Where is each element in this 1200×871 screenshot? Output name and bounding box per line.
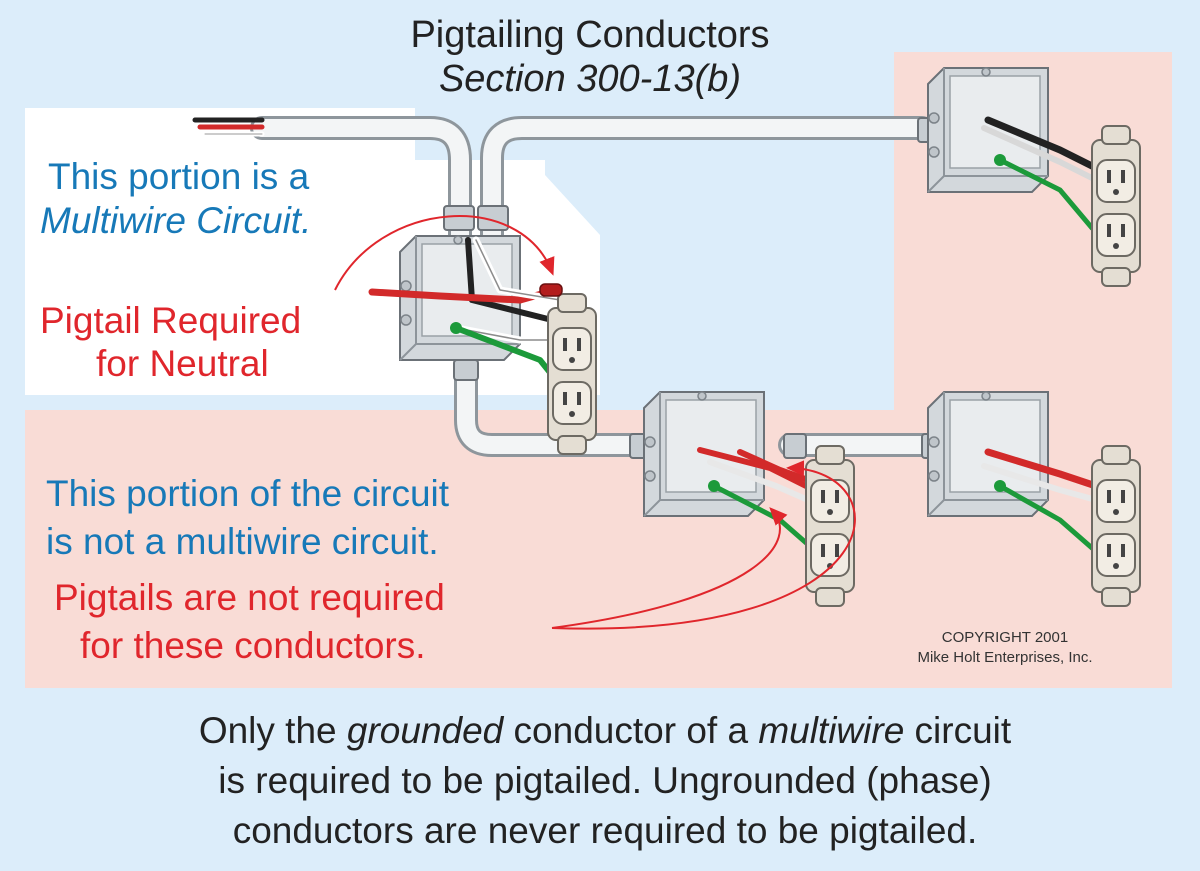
- receptacle-multiwire: [547, 293, 597, 455]
- pigtails-not-required-line2: for these conductors.: [80, 625, 426, 666]
- not-multiwire-note-line1: This portion of the circuit: [46, 473, 450, 514]
- pigtails-not-required-line1: Pigtails are not required: [54, 577, 445, 618]
- receptacle-lower-right: [1091, 445, 1141, 607]
- pigtail-required-line1: Pigtail Required: [40, 300, 302, 341]
- diagram-title: Pigtailing Conductors: [410, 14, 770, 56]
- callout-arrows: [334, 215, 856, 630]
- copyright-line1: COPYRIGHT 2001: [941, 629, 1069, 646]
- multiwire-note-line1: This portion is a: [48, 156, 310, 197]
- pigtail-wire-nut: [539, 283, 563, 297]
- non-multiwire-panel: [25, 52, 1172, 688]
- caption-line3: conductors are never required to be pigt…: [232, 810, 978, 851]
- cable-wire-ends: [192, 117, 265, 137]
- conduit-runs: [250, 116, 942, 457]
- copyright-notice: COPYRIGHT 2001 Mike Holt Enterprises, In…: [880, 628, 1130, 668]
- caption-line1: Only the grounded conductor of a multiwi…: [198, 710, 1012, 751]
- diagram-subtitle: Section 300-13(b): [438, 58, 742, 100]
- pigtail-required-line2: for Neutral: [96, 343, 269, 384]
- not-multiwire-note-line2: is not a multiwire circuit.: [46, 521, 439, 562]
- copyright-line2: Mike Holt Enterprises, Inc.: [917, 649, 1093, 666]
- multiwire-note-line2: Multiwire Circuit.: [40, 200, 312, 241]
- receptacle-upper-right: [1091, 125, 1141, 287]
- caption-line2: is required to be pigtailed. Ungrounded …: [218, 760, 992, 801]
